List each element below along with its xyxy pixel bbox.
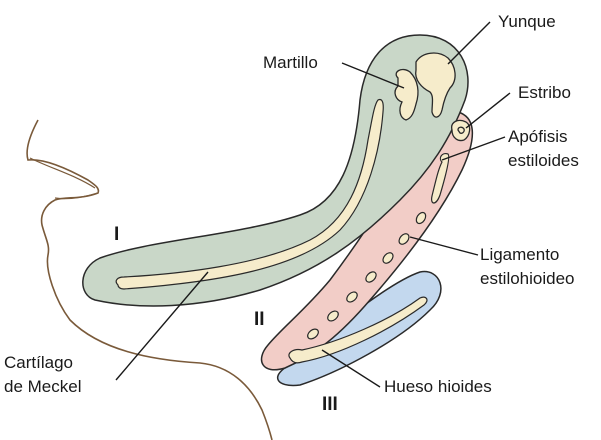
label-ligamento-line1: Ligamento (480, 245, 559, 264)
label-apofisis-line1: Apófisis (508, 127, 568, 146)
label-cartilago-line1: Cartílago (4, 353, 73, 372)
label-yunque: Yunque (498, 12, 556, 31)
leader-yunque (448, 22, 490, 64)
label-estribo: Estribo (518, 83, 571, 102)
lip-line (30, 158, 98, 199)
arch-1-numeral: I (114, 224, 119, 245)
label-cartilago-line2: de Meckel (4, 377, 81, 396)
label-hueso-hioides: Hueso hioides (384, 377, 492, 396)
leader-ligamento (410, 237, 478, 255)
label-apofisis-line2: estiloides (508, 151, 579, 170)
arch-2-numeral: II (254, 309, 265, 330)
label-martillo: Martillo (263, 53, 318, 72)
leader-estribo (466, 93, 510, 128)
label-ligamento-line2: estilohioideo (480, 269, 575, 288)
stapes-shape (452, 120, 470, 140)
arch-3-numeral: III (322, 394, 338, 415)
